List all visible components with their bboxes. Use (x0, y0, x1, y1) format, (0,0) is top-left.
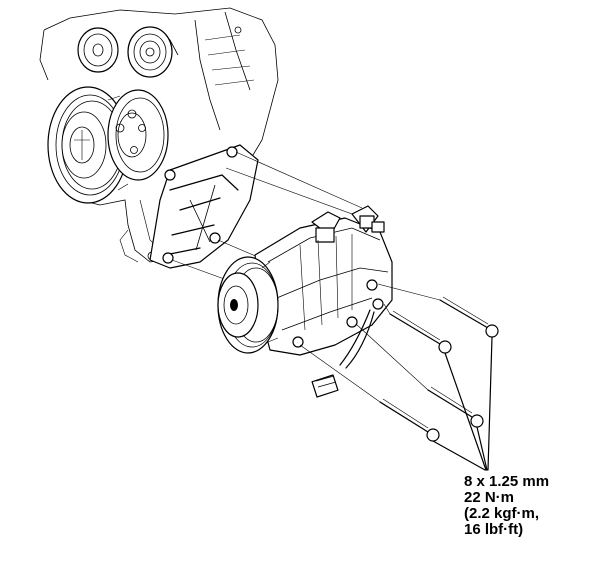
ac-compressor (254, 205, 393, 356)
torque-lbfft-label: 16 lbf·ft) (464, 521, 524, 538)
compressor-bracket (149, 144, 259, 269)
wire-harness-connector (311, 309, 375, 398)
clutch-pulley (217, 256, 279, 354)
torque-specification: 8 x 1.25 mm 22 N·m (2.2 kgf·m, 16 lbf·ft… (464, 474, 549, 538)
bolt-alignment-lines (299, 283, 441, 403)
accessory-pulley (107, 89, 169, 181)
crankshaft-pulley (47, 86, 129, 204)
torque-kgfm-label: (2.2 kgf·m, (464, 505, 540, 522)
bolts (379, 296, 499, 442)
idler-pulley (77, 26, 173, 78)
torque-nm-label: 22 N·m (464, 489, 515, 506)
callout-leader-lines (432, 336, 493, 471)
bolt-size-label: 8 x 1.25 mm (464, 473, 550, 490)
